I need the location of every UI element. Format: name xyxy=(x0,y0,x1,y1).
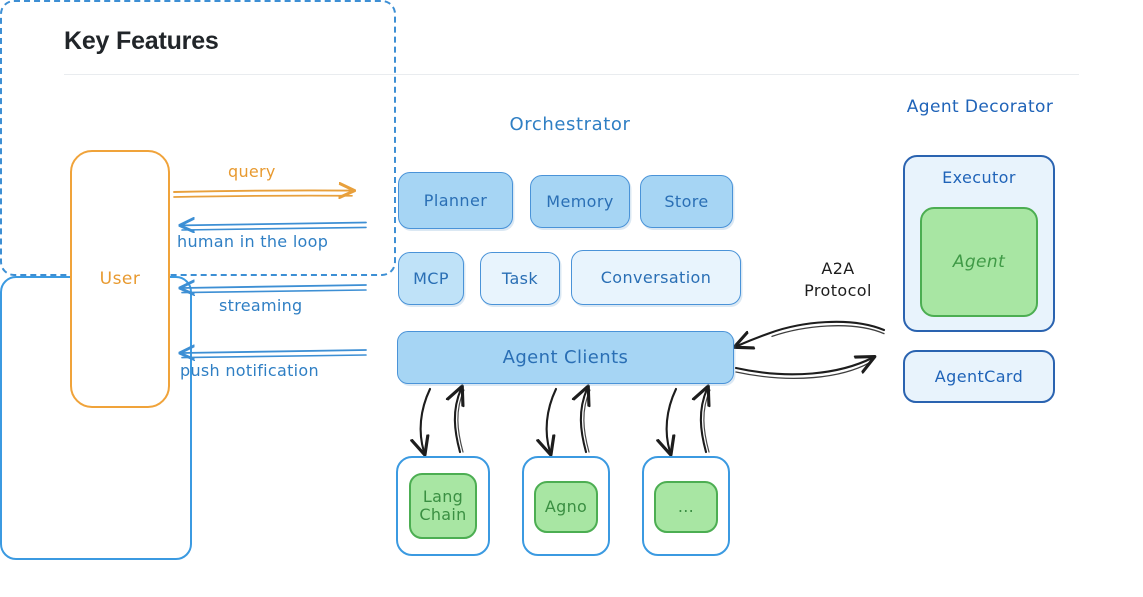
agent-decorator-title: Agent Decorator xyxy=(906,97,1054,117)
agent-node[interactable]: Agent xyxy=(920,207,1038,317)
a2a-protocol-label: A2A Protocol xyxy=(790,252,886,308)
a2a-protocol-line1: A2A xyxy=(821,259,855,278)
edge-label-query: query xyxy=(228,162,276,181)
edge-a2a-outbound xyxy=(734,358,872,379)
framework-other[interactable]: ... xyxy=(654,481,718,533)
page-title: Key Features xyxy=(64,27,219,55)
user-label: User xyxy=(99,269,141,289)
a2a-protocol-line2: Protocol xyxy=(804,281,872,300)
edge-agentclients-agno xyxy=(547,389,591,452)
edge-streaming xyxy=(182,285,367,293)
edge-a2a-inbound xyxy=(737,320,886,346)
framework-langchain-line2: Chain xyxy=(419,505,467,524)
framework-agno[interactable]: Agno xyxy=(534,481,598,533)
header-divider xyxy=(64,74,1079,75)
agent-card-node[interactable]: AgentCard xyxy=(903,350,1055,403)
edge-agentclients-other xyxy=(667,389,711,452)
agent-label: Agent xyxy=(952,252,1006,272)
framework-langchain-line1: Lang xyxy=(422,487,464,507)
orchestrator-component-store[interactable]: Store xyxy=(640,175,733,228)
edge-label-push-notification: push notification xyxy=(180,361,319,380)
orchestrator-container xyxy=(0,0,396,276)
orchestrator-component-task[interactable]: Task xyxy=(480,252,560,305)
orchestrator-component-mcp[interactable]: MCP xyxy=(398,252,464,305)
edge-agentclients-langchain xyxy=(421,389,465,452)
executor-label: Executor xyxy=(942,168,1016,187)
edge-label-human-in-the-loop: human in the loop xyxy=(177,232,329,251)
orchestrator-title: Orchestrator xyxy=(509,113,631,135)
edge-push-notification xyxy=(182,350,367,358)
framework-langchain[interactable]: Lang Chain xyxy=(409,473,477,539)
user-node[interactable]: User xyxy=(70,150,170,408)
framework-other-line1: ... xyxy=(677,497,695,517)
orchestrator-component-planner[interactable]: Planner xyxy=(398,172,513,229)
edge-label-streaming: streaming xyxy=(219,296,303,315)
orchestrator-component-agent-clients[interactable]: Agent Clients xyxy=(397,331,734,384)
orchestrator-component-memory[interactable]: Memory xyxy=(530,175,630,228)
framework-agno-line1: Agno xyxy=(544,497,588,517)
orchestrator-component-conversation[interactable]: Conversation xyxy=(571,250,741,305)
